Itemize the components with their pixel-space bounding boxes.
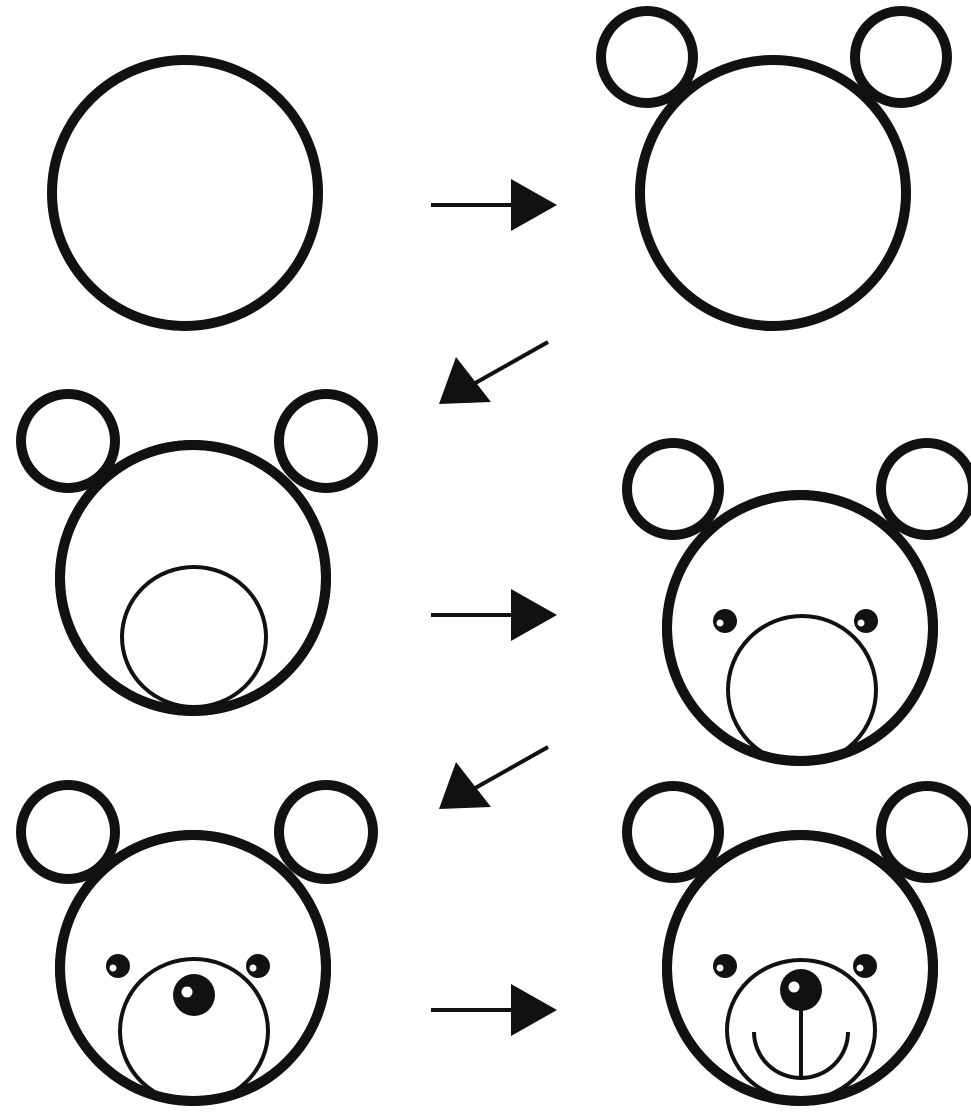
- left-eye: [713, 609, 737, 633]
- bear-step-1: [52, 60, 318, 326]
- left-ear: [627, 443, 719, 535]
- arrow-step-5-to-6: [431, 984, 557, 1036]
- bear-head: [52, 60, 318, 326]
- arrow-step-1-to-2: [431, 179, 557, 231]
- arrow-step-3-to-4: [431, 589, 557, 641]
- right-ear: [881, 443, 971, 535]
- nose-highlight: [789, 982, 800, 993]
- eye-pupil: [853, 954, 877, 978]
- bear-step-5: [21, 785, 373, 1103]
- nose-highlight: [182, 987, 193, 998]
- eye-highlight: [110, 965, 117, 972]
- eye-highlight: [858, 620, 865, 627]
- arrow-head: [511, 589, 557, 641]
- bear-head: [640, 60, 906, 326]
- right-eye: [853, 954, 877, 978]
- arrow-step-4-to-5: [439, 747, 548, 809]
- left-ear: [627, 786, 719, 878]
- left-ear: [601, 11, 693, 103]
- bear-step-3: [21, 394, 373, 711]
- left-ear: [21, 785, 115, 879]
- left-ear: [21, 394, 115, 488]
- eye-highlight: [717, 620, 724, 627]
- bear-step-6: [627, 786, 971, 1101]
- eye-pupil: [246, 954, 270, 978]
- nose-shape: [173, 974, 215, 1016]
- nose-shape: [780, 969, 822, 1011]
- right-ear: [881, 786, 971, 878]
- left-eye: [106, 954, 130, 978]
- eye-highlight: [857, 965, 864, 972]
- right-eye: [854, 609, 878, 633]
- arrow-head: [511, 984, 557, 1036]
- arrow-shaft: [470, 342, 548, 386]
- left-eye: [713, 954, 737, 978]
- eye-pupil: [713, 954, 737, 978]
- eye-pupil: [106, 954, 130, 978]
- bear-nose: [780, 969, 822, 1011]
- right-ear: [279, 785, 373, 879]
- right-eye: [246, 954, 270, 978]
- eye-pupil: [854, 609, 878, 633]
- bear-step-4: [627, 443, 971, 764]
- eye-pupil: [713, 609, 737, 633]
- arrow-shaft: [470, 747, 548, 791]
- right-ear: [279, 394, 373, 488]
- eye-highlight: [250, 965, 257, 972]
- eye-highlight: [717, 965, 724, 972]
- right-ear: [855, 11, 947, 103]
- arrow-head: [511, 179, 557, 231]
- bear-nose: [173, 974, 215, 1016]
- bear-step-2: [601, 11, 947, 326]
- arrow-step-2-to-3: [439, 342, 548, 404]
